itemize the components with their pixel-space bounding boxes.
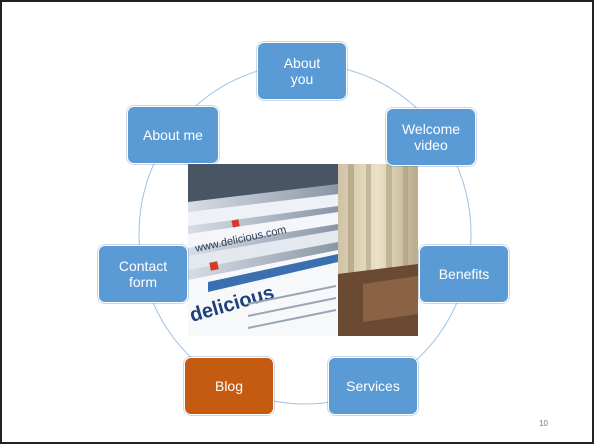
slide-page-number: 10 (539, 419, 548, 428)
node-contact-form[interactable]: Contact form (98, 245, 188, 303)
center-photo: www.delicious.com delicious (188, 164, 418, 336)
node-blog[interactable]: Blog (184, 357, 274, 415)
node-about-you[interactable]: About you (257, 42, 347, 100)
node-welcome-video[interactable]: Welcome video (386, 108, 476, 166)
node-benefits[interactable]: Benefits (419, 245, 509, 303)
node-services[interactable]: Services (328, 357, 418, 415)
node-about-me[interactable]: About me (127, 106, 219, 164)
browser-screen-photo: www.delicious.com delicious (188, 164, 418, 336)
